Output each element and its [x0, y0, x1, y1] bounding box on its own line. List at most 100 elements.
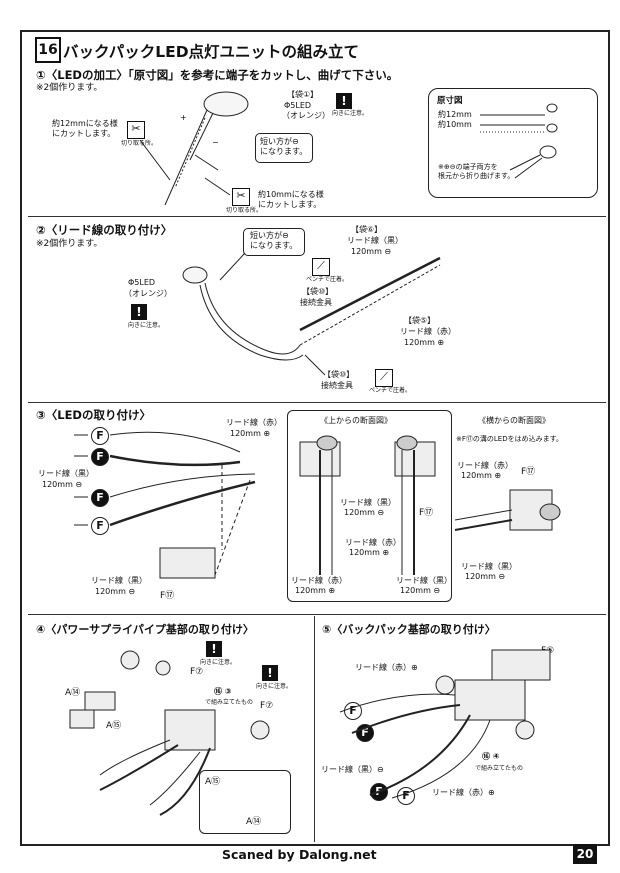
step4-caution1: 向きに注意。	[200, 659, 237, 666]
step2-red-wire: リード線（赤）	[400, 327, 456, 336]
step3-red-top-len: 120mm ⊕	[230, 429, 271, 438]
step2-caution: 向きに注意。	[128, 322, 165, 329]
caution-icon-4: !	[262, 665, 278, 681]
step1-minus-label: −	[212, 138, 219, 147]
step2-plier2: ペンチで圧着。	[369, 387, 412, 394]
step4-ref: ⑯ ③	[214, 687, 232, 696]
f-white-icon-2: F	[91, 517, 109, 535]
step3-wires	[74, 431, 256, 579]
step4-drawing	[69, 650, 270, 816]
tv-black: リード線（黒）	[340, 498, 396, 507]
step1-part-bag: 【袋①】	[287, 90, 319, 99]
tv-red-bl: リード線（赤）	[291, 576, 347, 585]
caution-icon-3: !	[206, 641, 222, 657]
step5-red-bottom: リード線（赤）⊕	[432, 788, 495, 797]
tv-black-len: 120mm ⊖	[344, 508, 385, 517]
step1-plus-label: +	[180, 113, 187, 122]
step3-part: F⑰	[160, 591, 175, 601]
f-black-icon-2: F	[91, 489, 109, 507]
step2-red-len: 120mm ⊕	[404, 338, 445, 347]
top-view-box	[287, 410, 452, 602]
step1-short-minus: 短い方が⊖ になります。	[260, 137, 308, 156]
sv-red: リード線（赤）	[457, 461, 513, 470]
step4-ref-note: で組み立てたもの	[205, 699, 254, 706]
tv-part: F⑰	[419, 508, 434, 518]
step2-note: ※2個作ります。	[36, 239, 103, 249]
tv-black-br-len: 120mm ⊖	[400, 586, 441, 595]
step2-bag10b: 【袋⑩】	[323, 370, 355, 379]
section-divider-2	[28, 402, 606, 403]
step5-drawing	[339, 649, 551, 799]
step4-f7b: F⑦	[260, 701, 274, 711]
step3-black-bottom: リード線（黒）	[91, 576, 147, 585]
led-drawing-1	[139, 91, 249, 206]
step2-bag6: 【袋⑥】	[351, 225, 383, 234]
plier-icon-2: ⟋	[375, 369, 393, 387]
sv-black-len: 120mm ⊖	[465, 572, 506, 581]
caution-icon: !	[336, 93, 352, 109]
sv-black: リード線（黒）	[461, 562, 517, 571]
step1-part-color: （オレンジ）	[282, 111, 330, 120]
top-view-title: 《上からの断面図》	[320, 416, 392, 425]
tv-black-br: リード線（黒）	[396, 576, 452, 585]
step1-note: ※2個作ります。	[36, 83, 103, 93]
side-view-drawing	[454, 489, 561, 531]
step2-plier: ペンチで圧着。	[306, 276, 349, 283]
step1-cut10: 約10mmになる様 にカットします。	[258, 190, 324, 209]
step3-black-bottom-len: 120mm ⊖	[95, 587, 136, 596]
step2-bag5: 【袋⑤】	[404, 316, 436, 325]
plier-icon: ⟋	[312, 258, 330, 276]
step5-ref-note: で組み立てたもの	[475, 765, 524, 772]
step1-heading: ①〈LEDの加工〉「原寸図」を参考に端子をカットし、曲げて下さい。	[36, 68, 399, 82]
step1-cut-small-2: 切り取る所。	[226, 207, 263, 214]
step4-detail-box	[199, 770, 291, 834]
step2-led-color: （オレンジ）	[124, 289, 172, 298]
section-divider-1	[28, 216, 606, 217]
tv-red-len: 120mm ⊕	[349, 548, 390, 557]
section-vertical-divider	[314, 616, 315, 842]
step3-heading: ③〈LEDの取り付け〉	[36, 408, 151, 422]
step4-caution2: 向きに注意。	[256, 683, 293, 690]
f-black-icon-3: F	[356, 724, 374, 742]
step2-black-len: 120mm ⊖	[351, 247, 392, 256]
f-white-icon-1: F	[91, 427, 109, 445]
tv-red: リード線（赤）	[345, 538, 401, 547]
sv-red-len: 120mm ⊕	[461, 471, 502, 480]
cut-icon: ✂	[127, 121, 145, 139]
step1-cut12: 約12mmになる様 にカットします。	[52, 119, 118, 138]
step3-red-top: リード線（赤）	[226, 418, 282, 427]
inset-title: 原寸図	[437, 96, 463, 106]
caution-icon-2: !	[131, 304, 147, 320]
step1-caution: 向きに注意。	[332, 110, 369, 117]
side-note: ※F⑰の溝のLEDをはめ込みます。	[456, 435, 563, 443]
page-frame	[20, 30, 610, 846]
cut-icon-2: ✂	[232, 188, 250, 206]
step2-short-minus: 短い方が⊖ になります。	[250, 231, 298, 250]
f-black-icon-1: F	[91, 448, 109, 466]
page-title: バックパックLED点灯ユニットの組み立て	[63, 43, 360, 61]
step5-ref: ⑯ ④	[482, 752, 500, 761]
original-size-inset	[428, 88, 598, 198]
side-view-title: 《横からの断面図》	[478, 416, 550, 425]
step3-black-left: リード線（黒）	[38, 469, 94, 478]
step1-cut-small: 切り取る所。	[121, 140, 158, 147]
step4-heading: ④〈パワーサプライパイプ基部の取り付け〉	[36, 623, 254, 636]
step2-connector2: 接続金具	[321, 381, 353, 390]
footer-credit: Scaned by Dalong.net	[222, 847, 377, 862]
section-divider-3	[28, 614, 606, 615]
step4-a15: A⑮	[106, 721, 122, 731]
step3-black-left-len: 120mm ⊖	[42, 480, 83, 489]
inset-note: ※⊕⊖の端子両方を 根元から折り曲げます。	[438, 163, 515, 180]
tv-red-bl-len: 120mm ⊕	[295, 586, 336, 595]
step2-black-wire: リード線（黒）	[347, 236, 403, 245]
inset-10mm: 約10mm	[438, 120, 472, 129]
step4-f7: F⑦	[190, 667, 204, 677]
step2-led-name: Φ5LED	[128, 278, 156, 287]
step2-bag10a: 【袋⑩】	[302, 287, 334, 296]
step1-part-name: Φ5LED	[284, 101, 312, 110]
led-wire-drawing	[182, 252, 441, 376]
step1-short-minus-callout	[255, 133, 313, 163]
page-number: 20	[573, 844, 597, 864]
step2-short-minus-callout	[243, 228, 305, 256]
